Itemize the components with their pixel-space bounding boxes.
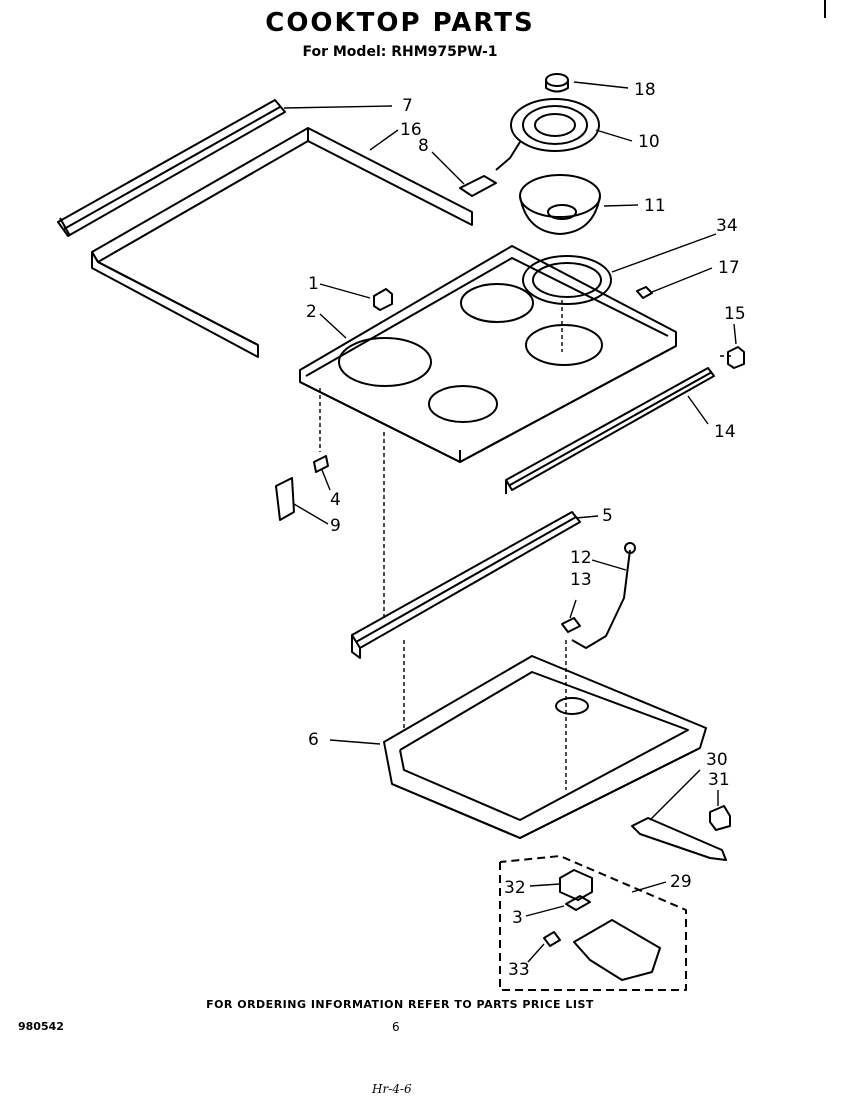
model-subtitle: For Model: RHM975PW-1 (302, 44, 498, 60)
callout-5: 5 (602, 506, 613, 526)
part-34-trim-ring (522, 255, 612, 305)
callout-15: 15 (724, 304, 746, 324)
callout-1: 1 (308, 274, 319, 294)
part-33-clip (543, 931, 561, 947)
ordering-note: FOR ORDERING INFORMATION REFER TO PARTS … (206, 998, 594, 1011)
callout-3: 3 (512, 908, 523, 928)
callout-31: 31 (708, 770, 730, 790)
switch-body (573, 919, 661, 981)
callout-12: 12 (570, 548, 592, 568)
callout-9: 9 (330, 516, 341, 536)
part-13-clip (561, 617, 581, 633)
callout-11: 11 (644, 196, 666, 216)
part-30-bracket (631, 817, 727, 861)
callout-30: 30 (706, 750, 728, 770)
part-3-plate (565, 895, 591, 911)
part-16-frame (91, 127, 473, 358)
part-9-bracket (275, 477, 295, 521)
part-31-clip (709, 805, 731, 831)
callout-29: 29 (670, 872, 692, 892)
callout-7: 7 (402, 96, 413, 116)
part-18-knob (545, 73, 569, 93)
callout-17: 17 (718, 258, 740, 278)
callout-2: 2 (306, 302, 317, 322)
part-5-support (351, 511, 581, 659)
handwritten-note: Hr-4-6 (372, 1082, 412, 1096)
callout-34: 34 (716, 216, 738, 236)
callout-8: 8 (418, 136, 429, 156)
part-10-surface-element (495, 98, 600, 171)
part-12-rod (571, 549, 631, 649)
part-2-cooktop (299, 245, 677, 463)
part-1-clip (373, 288, 393, 311)
callout-6: 6 (308, 730, 319, 750)
document-number: 980542 (18, 1020, 64, 1033)
part-17-clip (636, 286, 653, 299)
part-14-front-trim (505, 367, 715, 494)
part-11-drip-bowl (519, 174, 601, 235)
callout-32: 32 (504, 878, 526, 898)
callout-4: 4 (330, 490, 341, 510)
part-6-pan (383, 655, 707, 839)
callout-13: 13 (570, 570, 592, 590)
part-8-terminal-block (459, 175, 497, 197)
page-title: COOKTOP PARTS (265, 8, 535, 38)
part-7-rear-trim (57, 99, 286, 237)
callout-33: 33 (508, 960, 530, 980)
callout-10: 10 (638, 132, 660, 152)
part-4-bracket (313, 455, 329, 473)
page-number: 6 (392, 1020, 400, 1034)
callout-18: 18 (634, 80, 656, 100)
part-29-switch-assembly (499, 855, 687, 991)
callout-16: 16 (400, 120, 422, 140)
part-15-bracket (727, 346, 745, 369)
part-32-housing (559, 869, 593, 901)
callout-14: 14 (714, 422, 736, 442)
